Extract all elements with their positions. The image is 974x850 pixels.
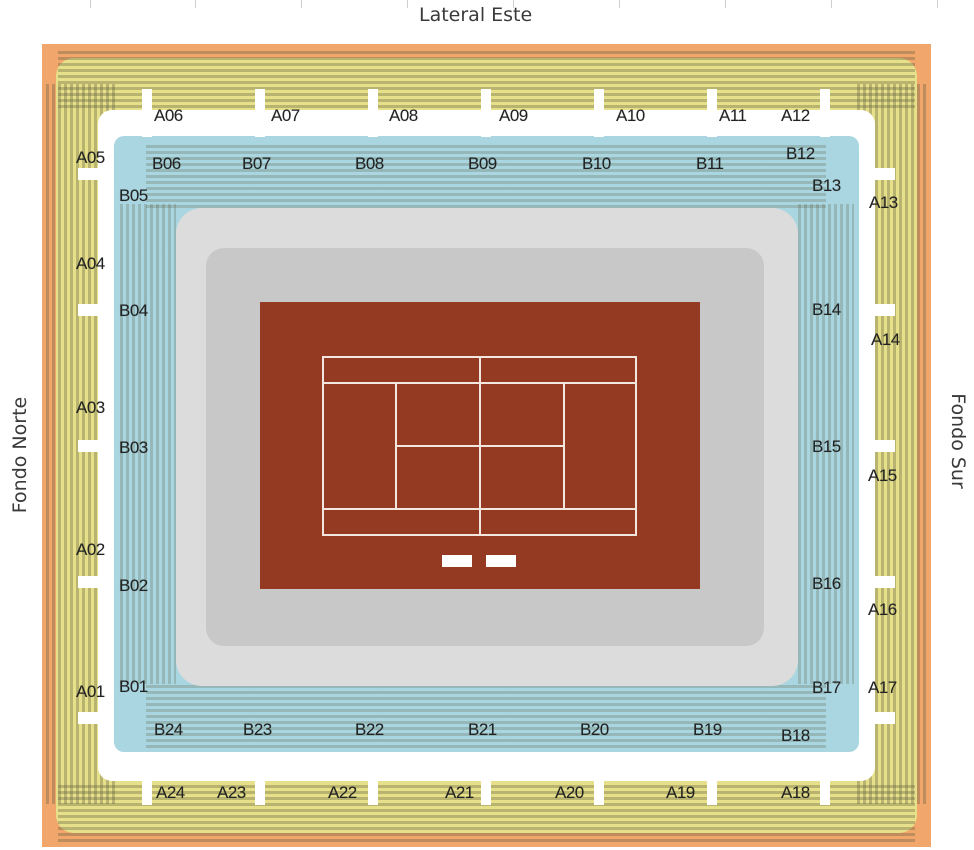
- section-B15[interactable]: B15: [812, 437, 841, 456]
- section-B16[interactable]: B16: [812, 574, 841, 593]
- section-B18[interactable]: B18: [781, 726, 810, 745]
- section-A06[interactable]: A06: [154, 106, 183, 125]
- section-B14[interactable]: B14: [812, 300, 841, 319]
- section-B01[interactable]: B01: [119, 677, 148, 696]
- stadium-map: [42, 44, 931, 847]
- players-bench: [486, 555, 516, 567]
- section-A13[interactable]: A13: [869, 193, 898, 212]
- section-A01[interactable]: A01: [76, 682, 105, 701]
- divider-tick: [90, 0, 91, 8]
- section-B12[interactable]: B12: [786, 144, 815, 163]
- players-bench: [442, 555, 472, 567]
- section-B22[interactable]: B22: [355, 720, 384, 739]
- section-A20[interactable]: A20: [555, 783, 584, 802]
- divider-tick: [831, 0, 832, 8]
- section-A17[interactable]: A17: [868, 678, 897, 697]
- label-lateral-este: Lateral Este: [419, 4, 533, 26]
- seat-rows: [146, 684, 826, 748]
- section-B19[interactable]: B19: [693, 720, 722, 739]
- section-A11[interactable]: A11: [719, 106, 747, 125]
- divider-tick: [937, 0, 938, 8]
- divider-tick: [725, 0, 726, 8]
- section-B11[interactable]: B11: [696, 154, 724, 173]
- section-A19[interactable]: A19: [666, 783, 695, 802]
- section-B07[interactable]: B07: [242, 154, 271, 173]
- section-A16[interactable]: A16: [868, 600, 897, 619]
- section-A05[interactable]: A05: [76, 148, 105, 167]
- seat-cols: [798, 204, 854, 684]
- section-A23[interactable]: A23: [217, 783, 246, 802]
- section-A10[interactable]: A10: [616, 106, 645, 125]
- section-A07[interactable]: A07: [271, 106, 300, 125]
- divider-tick: [301, 0, 302, 8]
- section-B20[interactable]: B20: [580, 720, 609, 739]
- section-B24[interactable]: B24: [154, 720, 183, 739]
- label-fondo-norte: Fondo Norte: [9, 396, 32, 514]
- section-B21[interactable]: B21: [468, 720, 497, 739]
- section-A21[interactable]: A21: [445, 783, 474, 802]
- section-A24[interactable]: A24: [156, 783, 185, 802]
- section-A09[interactable]: A09: [499, 106, 528, 125]
- section-B17[interactable]: B17: [812, 678, 841, 697]
- section-B05[interactable]: B05: [119, 186, 148, 205]
- divider-tick: [619, 0, 620, 8]
- section-B04[interactable]: B04: [119, 301, 148, 320]
- section-B10[interactable]: B10: [582, 154, 611, 173]
- divider-tick: [195, 0, 196, 8]
- clay-court: [260, 302, 700, 589]
- seat-cols: [120, 204, 176, 684]
- section-B13[interactable]: B13: [812, 176, 841, 195]
- divider-tick: [407, 0, 408, 8]
- section-A04[interactable]: A04: [76, 254, 105, 273]
- section-B02[interactable]: B02: [119, 576, 148, 595]
- section-A18[interactable]: A18: [781, 783, 810, 802]
- section-A03[interactable]: A03: [76, 398, 105, 417]
- label-fondo-sur: Fondo Sur: [946, 393, 969, 489]
- section-A14[interactable]: A14: [871, 330, 900, 349]
- divider-tick: [513, 0, 514, 8]
- section-B03[interactable]: B03: [119, 438, 148, 457]
- section-B08[interactable]: B08: [355, 154, 384, 173]
- seat-rows: [146, 144, 826, 208]
- section-B23[interactable]: B23: [243, 720, 272, 739]
- section-A12[interactable]: A12: [781, 106, 810, 125]
- section-A22[interactable]: A22: [328, 783, 357, 802]
- section-B06[interactable]: B06: [152, 154, 181, 173]
- section-A02[interactable]: A02: [76, 540, 105, 559]
- section-A15[interactable]: A15: [868, 466, 897, 485]
- section-A08[interactable]: A08: [389, 106, 418, 125]
- section-B09[interactable]: B09: [468, 154, 497, 173]
